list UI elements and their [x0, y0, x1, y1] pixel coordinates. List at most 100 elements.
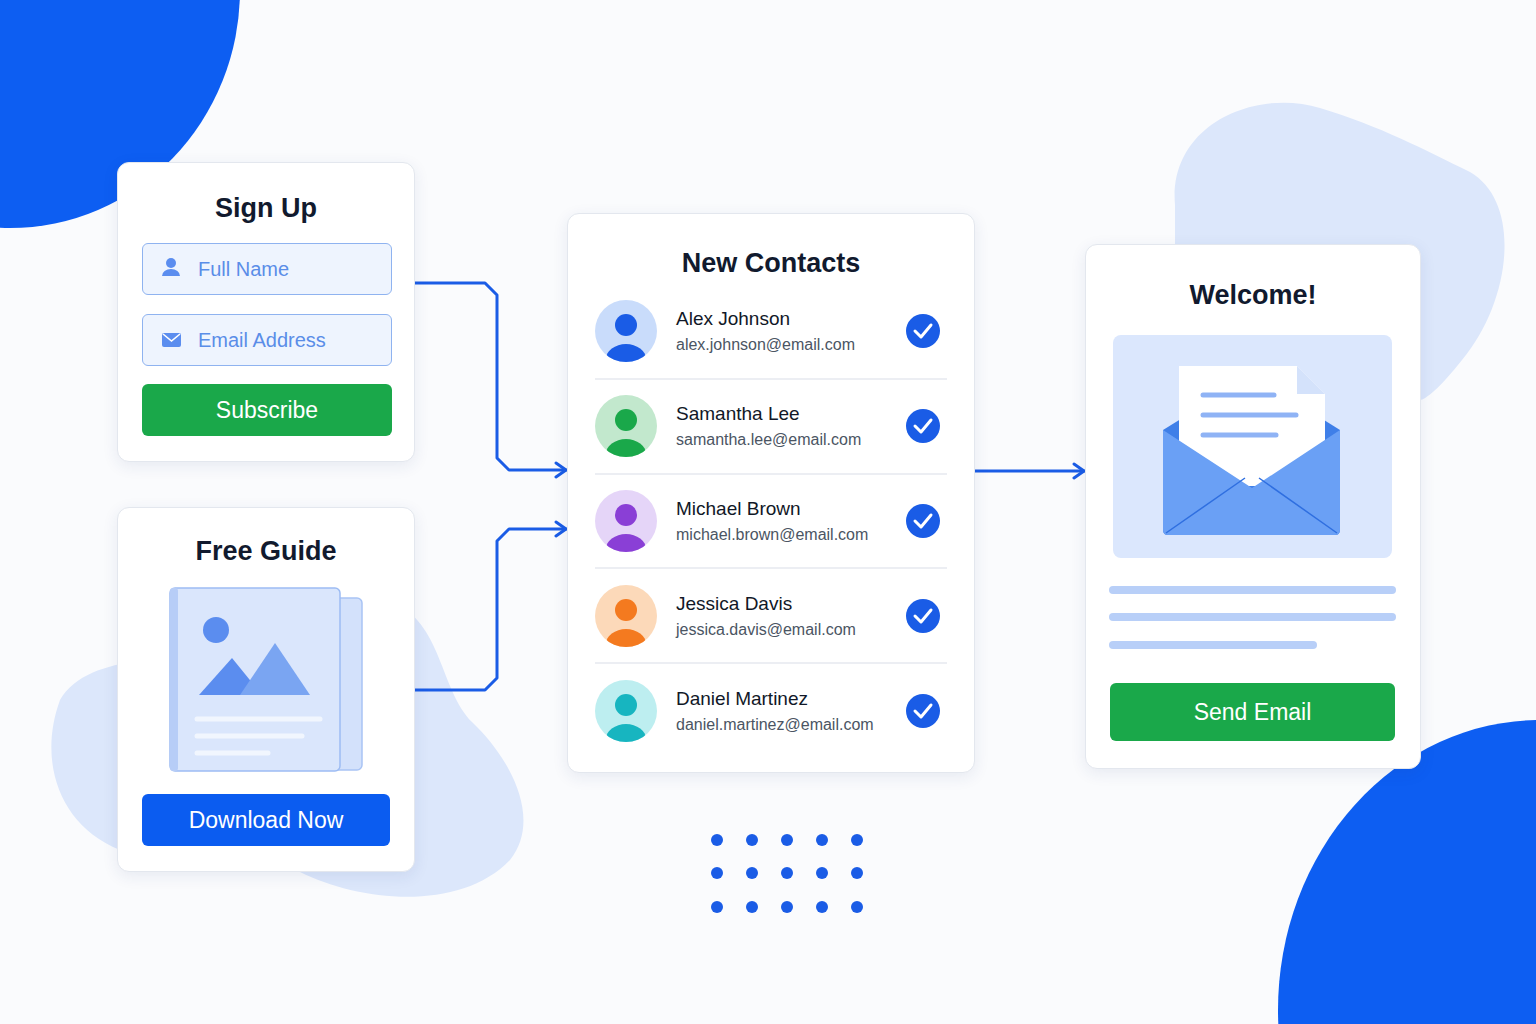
user-icon	[166, 258, 176, 268]
text-line	[1113, 641, 1313, 649]
panel-card: Free GuideDownload Now	[117, 507, 415, 872]
avatar-circle	[595, 585, 657, 647]
contact-name: Alex Johnson	[676, 308, 790, 330]
avatar-body	[606, 724, 646, 754]
decor-dot	[711, 901, 723, 913]
contact-row: Samantha Lee samantha.lee@email.com	[596, 380, 948, 475]
contact-row: Alex Johnson alex.johnson@email.com	[596, 285, 948, 380]
flow-arrow	[415, 283, 566, 470]
check-mark	[915, 420, 931, 432]
decor-dot	[851, 867, 863, 879]
mail-icon	[163, 334, 180, 341]
contact-name: Jessica Davis	[676, 593, 792, 615]
contact-row: Daniel Martinez daniel.martinez@email.com	[596, 665, 948, 760]
avatar-head	[615, 409, 637, 431]
decor-dot	[711, 867, 723, 879]
contact-email: samantha.lee@email.com	[676, 430, 861, 450]
guide-spine	[170, 588, 178, 771]
guide-page	[182, 598, 362, 770]
check-mark	[915, 705, 931, 717]
panel-card: New ContactsAlex Johnson alex.johnson@ema…	[567, 213, 975, 773]
avatar-circle	[595, 490, 657, 552]
check-badge	[906, 409, 940, 443]
contact-row: Jessica Davis jessica.davis@email.com	[596, 570, 948, 665]
avatar-body	[606, 344, 646, 374]
card-title: Sign Up	[118, 192, 414, 224]
image-mountain	[240, 643, 310, 695]
image-sun	[203, 617, 229, 643]
panel-card: Sign Up Full NameEmail AddressSubscribe	[117, 162, 415, 462]
card-title: Welcome!	[1086, 279, 1420, 311]
field-placeholder: Full Name	[198, 258, 289, 281]
panel-card: Welcome! Send Email	[1085, 244, 1421, 769]
envelope-seam	[1166, 478, 1337, 533]
mail-icon	[162, 333, 181, 347]
contact-name: Michael Brown	[676, 498, 801, 520]
row-divider	[595, 378, 947, 380]
letter-fold	[1297, 366, 1325, 394]
decor-dot	[746, 867, 758, 879]
row-divider	[595, 662, 947, 664]
avatar-circle	[595, 300, 657, 362]
flow-arrow	[975, 470, 1084, 473]
button-label: Download Now	[189, 807, 344, 834]
decor-dot	[746, 834, 758, 846]
letter-line	[1203, 393, 1274, 398]
envelope-panel	[1113, 335, 1392, 558]
letter-line	[1203, 433, 1276, 438]
decor-dot	[816, 867, 828, 879]
avatar-circle	[595, 680, 657, 742]
input-field: Full Name	[142, 243, 392, 295]
decor-dot	[781, 867, 793, 879]
contact-email: daniel.martinez@email.com	[676, 715, 874, 735]
decor-dot	[816, 834, 828, 846]
field-placeholder: Email Address	[198, 329, 326, 352]
envelope-letter	[1179, 366, 1325, 486]
text-line	[197, 717, 320, 722]
text-line	[1113, 613, 1392, 621]
decor-dot	[781, 834, 793, 846]
contact-email: jessica.davis@email.com	[676, 620, 856, 640]
contact-row: Michael Brown michael.brown@email.com	[596, 475, 948, 570]
button-label: Subscribe	[216, 397, 318, 424]
avatar-body	[606, 629, 646, 659]
envelope-front	[1163, 430, 1340, 535]
check-badge	[906, 694, 940, 728]
check-mark	[915, 325, 931, 337]
contact-email: alex.johnson@email.com	[676, 335, 855, 355]
action-button: Send Email	[1110, 683, 1395, 741]
decor-dot	[746, 901, 758, 913]
letter-line	[1203, 413, 1296, 418]
flow-arrow	[415, 529, 566, 690]
check-badge	[906, 599, 940, 633]
check-mark	[915, 515, 931, 527]
card-title: New Contacts	[568, 247, 974, 279]
image-mountain	[199, 658, 262, 695]
contact-name: Samantha Lee	[676, 403, 800, 425]
avatar-head	[615, 314, 637, 336]
avatar-body	[606, 439, 646, 469]
action-button: Subscribe	[142, 384, 392, 436]
row-divider	[595, 473, 947, 475]
envelope-back	[1163, 375, 1340, 535]
action-button: Download Now	[142, 794, 390, 846]
user-icon	[162, 269, 180, 276]
decor-dot	[781, 901, 793, 913]
card-title: Free Guide	[118, 535, 414, 567]
guide-cover	[170, 588, 340, 771]
contact-name: Daniel Martinez	[676, 688, 808, 710]
decor-dot	[711, 834, 723, 846]
button-label: Send Email	[1194, 699, 1312, 726]
text-line	[1113, 586, 1392, 594]
contact-email: michael.brown@email.com	[676, 525, 868, 545]
avatar-body	[606, 534, 646, 564]
input-field: Email Address	[142, 314, 392, 366]
check-badge	[906, 314, 940, 348]
avatar-circle	[595, 395, 657, 457]
avatar-head	[615, 599, 637, 621]
text-line	[197, 734, 302, 739]
check-badge	[906, 504, 940, 538]
text-line	[197, 751, 268, 756]
check-mark	[915, 610, 931, 622]
decor-dot	[851, 834, 863, 846]
